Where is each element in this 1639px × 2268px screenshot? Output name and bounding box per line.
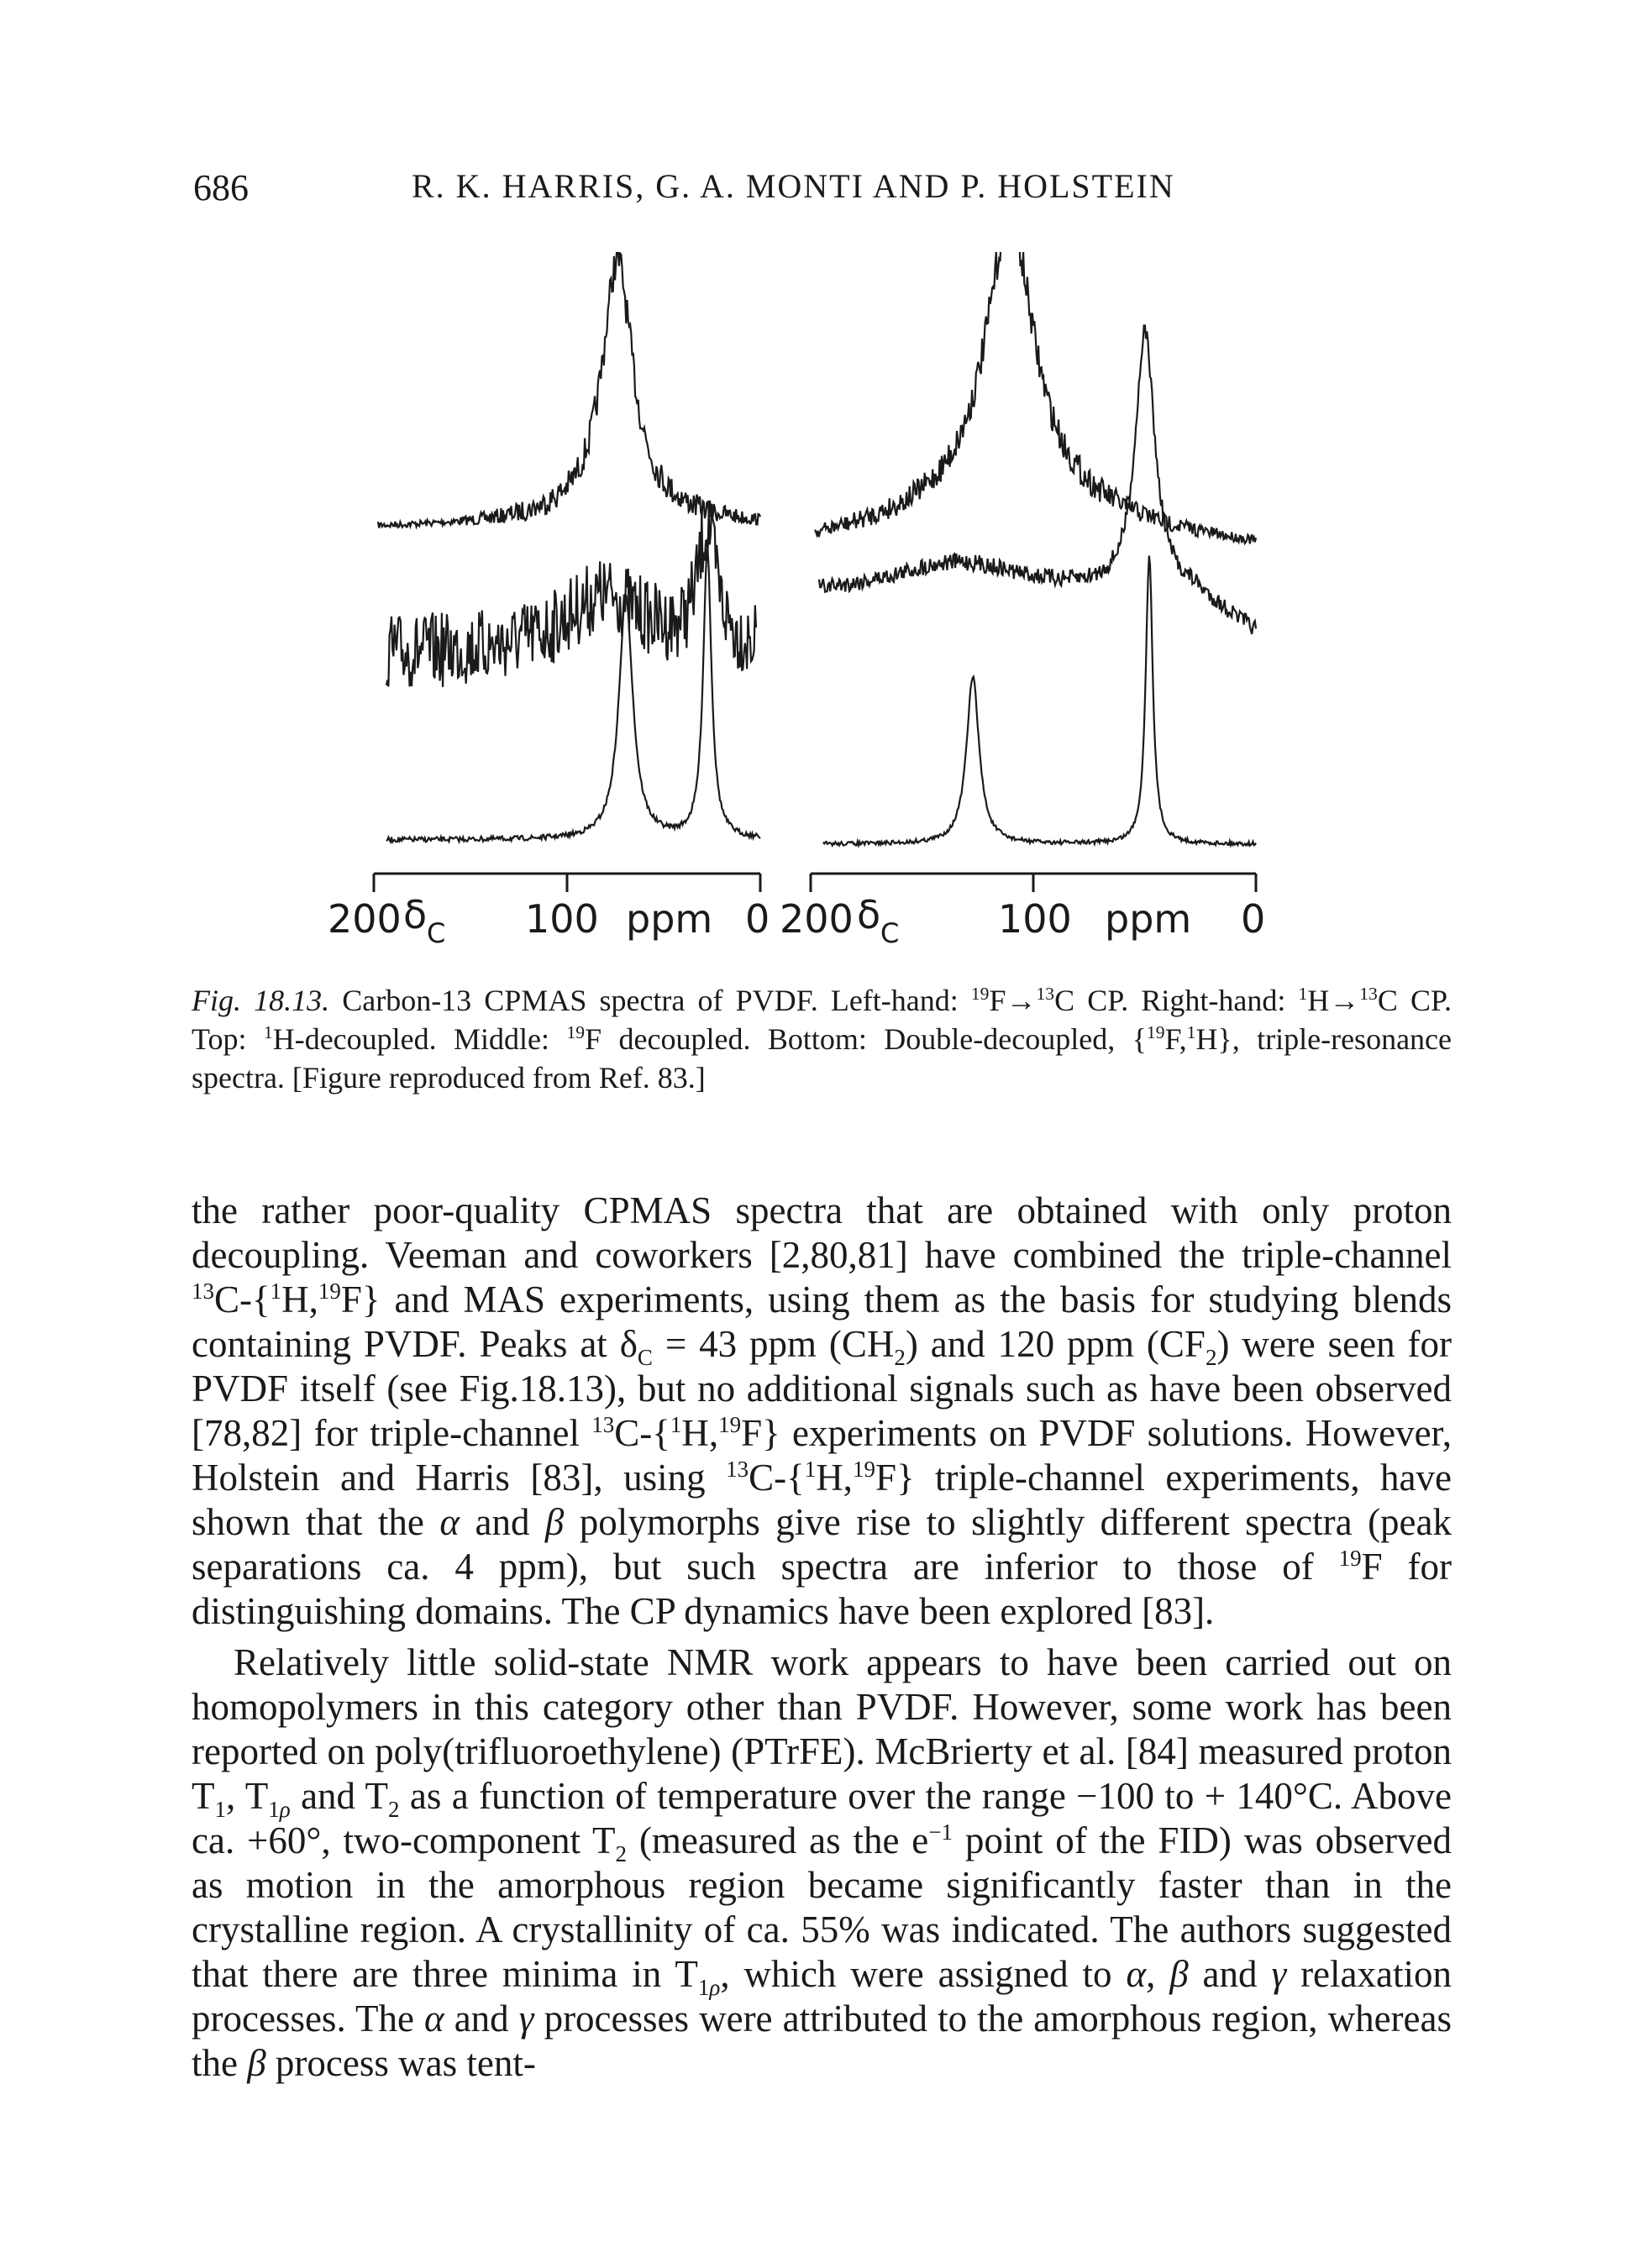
left-delta-subscript: C [427,917,445,949]
right-bottom-trace [822,555,1257,849]
right-tick-100: 100 [998,896,1072,942]
right-top-trace [814,252,1258,546]
page-header: 686 R. K. HARRIS, G. A. MONTI AND P. HOL… [0,166,1639,217]
left-unit-label: ppm [626,896,712,942]
page-number: 686 [193,167,249,208]
running-head: R. K. HARRIS, G. A. MONTI AND P. HOLSTEI… [412,167,1175,205]
left-tick-100: 100 [525,896,599,942]
figure-caption: Fig. 18.13. Carbon-13 CPMAS spectra of P… [192,981,1452,1097]
left-tick-200: 200 [328,896,402,942]
left-middle-trace [385,503,758,687]
right-tick-0: 0 [1241,896,1265,942]
left-top-trace [376,252,762,530]
right-delta-subscript: C [880,917,899,949]
left-delta-symbol: δ [403,892,427,937]
spectrum-traces [376,252,1258,849]
nmr-spectra-figure: 200 δ C 100 ppm 0 200 δ C 100 ppm 0 [319,252,1285,974]
spectra-plot: 200 δ C 100 ppm 0 200 δ C 100 ppm 0 [328,252,1265,949]
body-text: the rather poor-quality CPMAS spectra th… [192,1189,1452,2086]
paragraph: the rather poor-quality CPMAS spectra th… [192,1189,1453,1632]
caption-text: Carbon-13 CPMAS spectra of PVDF. Left-ha… [192,984,1453,1095]
right-middle-trace [817,324,1258,635]
right-tick-200: 200 [780,896,854,942]
figure-label: Fig. 18.13. [192,984,330,1017]
left-tick-0: 0 [745,896,770,942]
right-delta-symbol: δ [857,892,880,937]
paragraph: Relatively little solid-state NMR work a… [192,1641,1453,2084]
right-unit-label: ppm [1105,896,1191,942]
right-axis: 200 δ C 100 ppm 0 [780,872,1265,949]
left-bottom-trace [386,549,761,845]
left-axis: 200 δ C 100 ppm 0 [328,872,770,949]
